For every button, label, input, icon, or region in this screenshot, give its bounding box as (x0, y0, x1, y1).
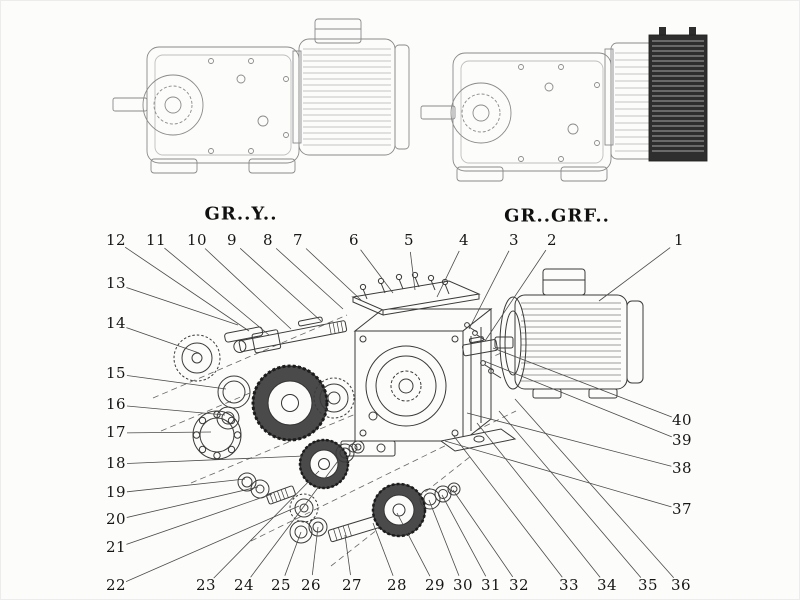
motor-left-illustration (292, 18, 410, 156)
middle-gear (313, 377, 355, 419)
ring-and-bearing-set (173, 334, 251, 460)
gear-housing (340, 307, 517, 457)
variant-label-gr-grf: GR..GRF.. (504, 205, 610, 227)
exploded-motor (494, 268, 644, 399)
exploded-view (152, 268, 644, 567)
variant-label-gr-y: GR..Y.. (204, 203, 278, 225)
gearmotor-right-illustration (420, 27, 708, 182)
output-shaft-assembly (289, 482, 461, 544)
input-shaft-assembly (224, 316, 348, 354)
gearmotor-left-illustration (112, 18, 410, 174)
motor-brake-illustration (604, 27, 708, 162)
large-gear (251, 364, 329, 442)
